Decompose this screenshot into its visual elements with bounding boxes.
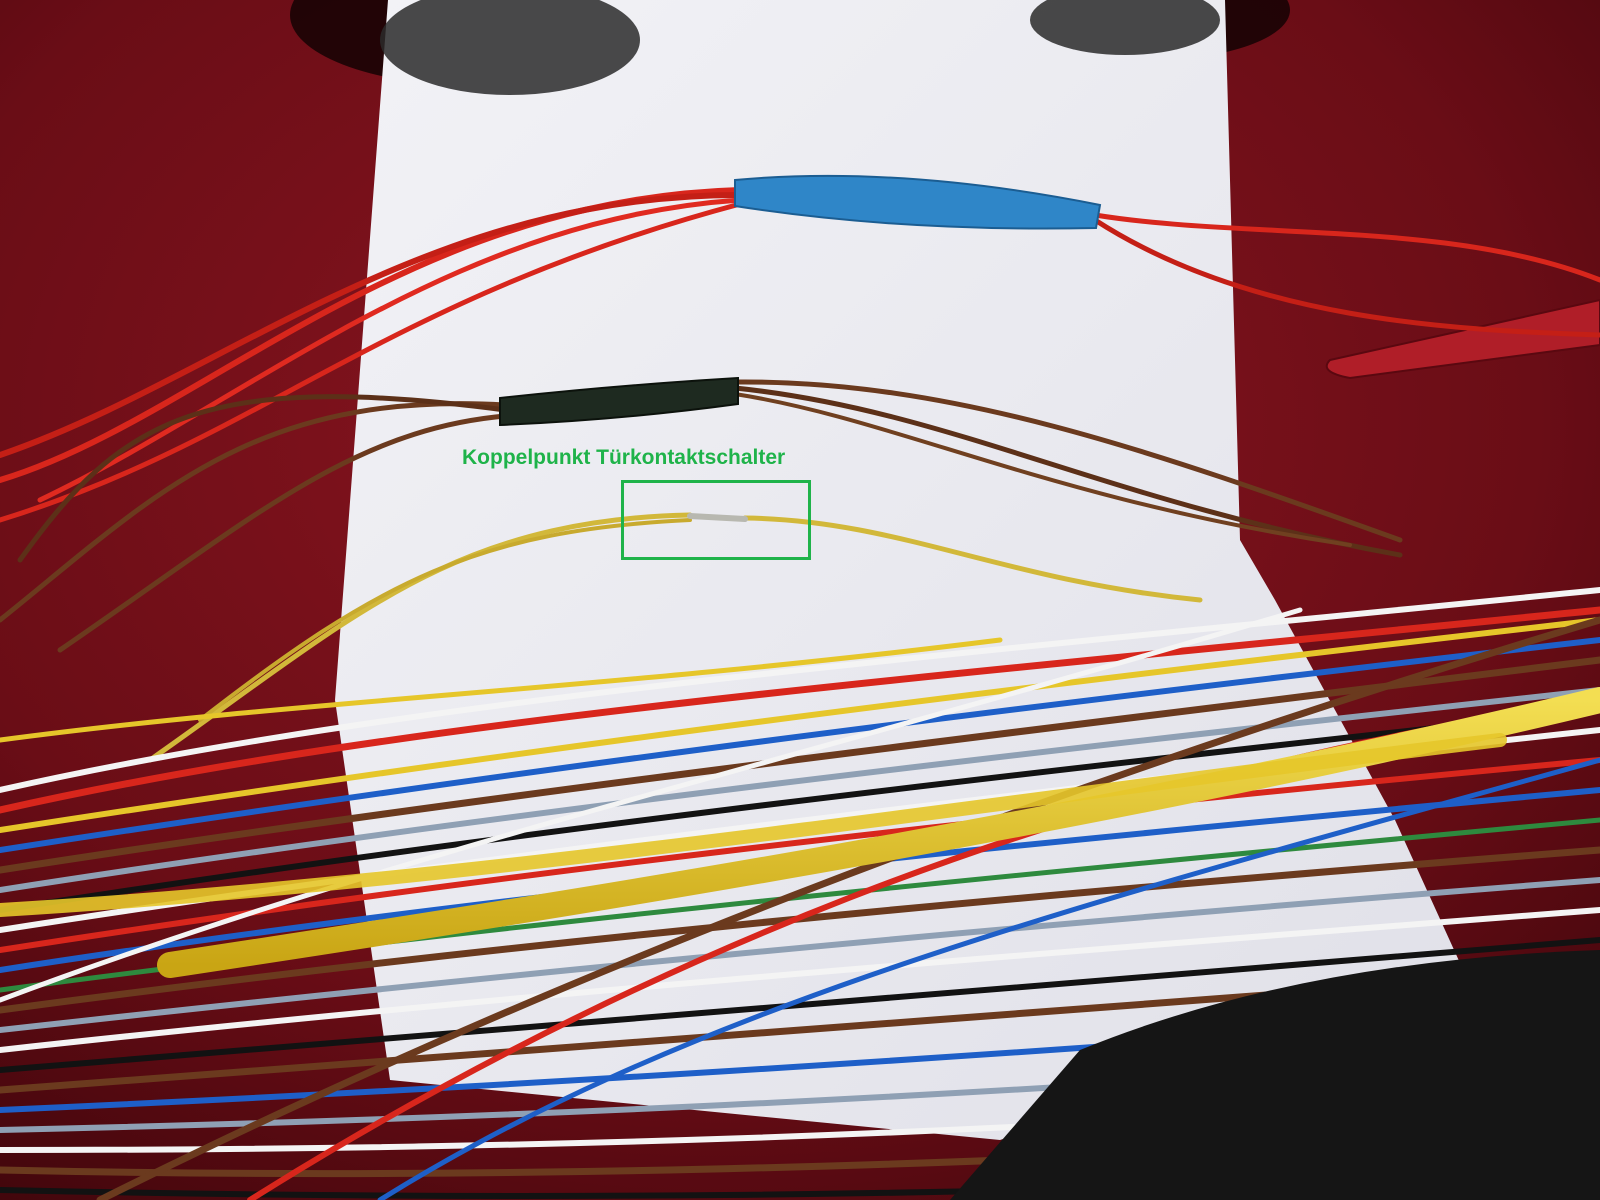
red-metal-tab: [1325, 298, 1600, 380]
annotation-label: Koppelpunkt Türkontaktschalter: [462, 446, 786, 469]
blue-tape-splice: [734, 174, 1102, 230]
thick-yellow-cable-2: [0, 733, 1507, 917]
paper-shadow-left: [380, 0, 640, 95]
yellow-spliced-wire: [147, 512, 1203, 763]
paper-shadow-right: [1030, 0, 1220, 55]
brown-wire-group: [0, 379, 1403, 653]
annotation-highlight-box: [621, 480, 811, 560]
red-wire-group: [0, 187, 1600, 523]
black-tape-splice: [499, 376, 739, 427]
black-foam-padding: [950, 950, 1600, 1200]
